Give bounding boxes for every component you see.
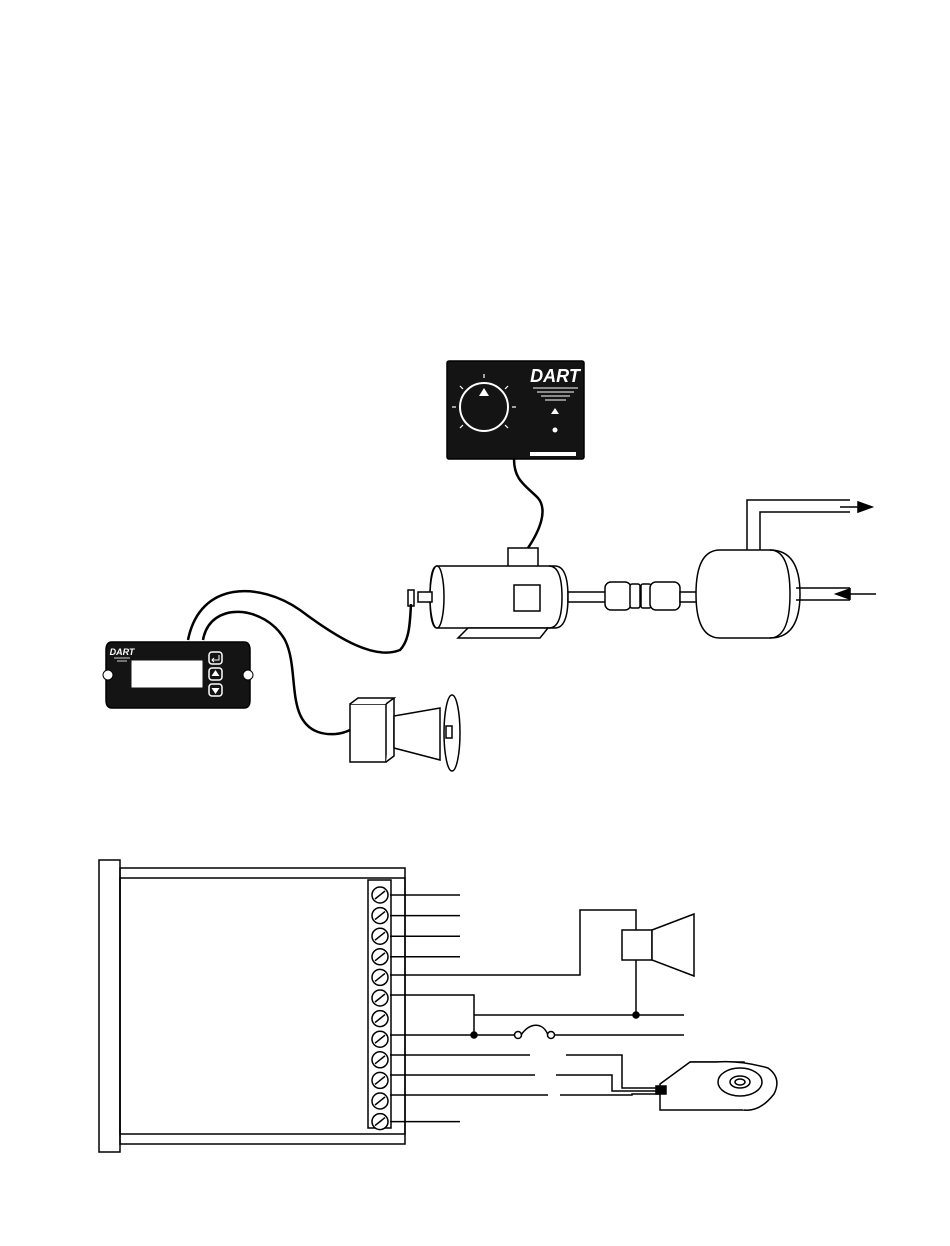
- motor-terminal-plate: [514, 585, 540, 611]
- fuse: [390, 1025, 684, 1038]
- inlet-arrow-icon: [836, 589, 850, 599]
- motor: [408, 548, 606, 638]
- control-box-logo: DART: [530, 366, 582, 386]
- shaft-coupling: [605, 582, 700, 610]
- alarm-horn: [350, 695, 460, 771]
- controller-housing: [99, 860, 405, 1152]
- digital-tachometer: DART: [103, 642, 253, 708]
- enter-button: [209, 652, 222, 664]
- tachometer-display: [132, 661, 202, 687]
- outlet-arrow-icon: [858, 502, 872, 512]
- control-cable: [514, 459, 543, 548]
- horn-bell: [394, 708, 440, 760]
- motor-shaft-rear: [568, 592, 606, 602]
- motor-junction-box: [508, 548, 538, 568]
- alarm-wiring: [390, 910, 684, 1038]
- horn-driver-box: [350, 704, 386, 762]
- driven-load: [696, 500, 876, 638]
- sensor-wiring: [390, 1055, 660, 1095]
- control-box-label-strip: [530, 452, 576, 456]
- motor-base: [458, 628, 548, 638]
- terminal-leads: [390, 895, 460, 1122]
- motor-shaft-front: [418, 592, 432, 602]
- indicator-dot-icon: [553, 428, 558, 433]
- alarm-horn-symbol: [622, 914, 694, 976]
- sensor-head: [408, 590, 414, 606]
- mount-hole-right: [243, 670, 253, 680]
- outlet-pipe: [747, 500, 850, 550]
- mount-hole-left: [103, 670, 113, 680]
- magnetic-pickup-sensor: [656, 1062, 777, 1111]
- motor-body: [430, 566, 568, 628]
- pickup-control-box: DART: [447, 361, 584, 459]
- tachometer-logo: DART: [110, 647, 136, 657]
